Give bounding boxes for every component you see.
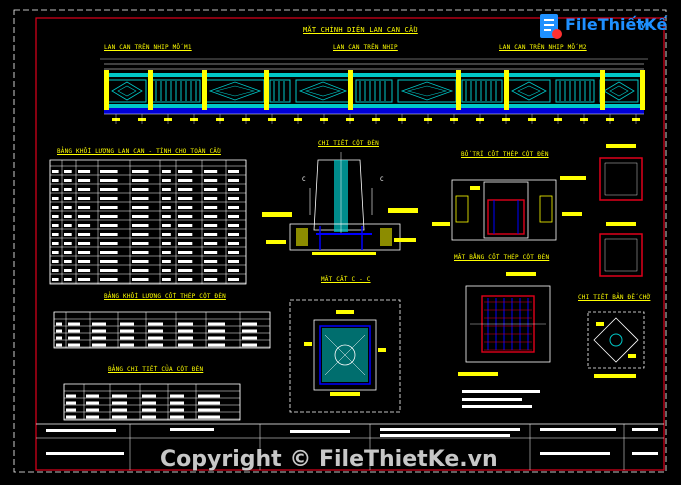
section-c-c: [289, 299, 401, 413]
span-label-mid: LAN CAN TRÊN NHỊP: [333, 44, 398, 51]
rebar-layout: [432, 176, 586, 241]
logo-suffix: .vn: [637, 21, 653, 31]
railing-post: [640, 70, 645, 110]
drawing-frame: [35, 17, 665, 471]
section-cc-title: MẶT CẮT C - C: [321, 276, 371, 283]
main-title: MẶT CHÍNH DIỆN LAN CAN CẦU: [303, 26, 418, 34]
post-sections: [599, 144, 643, 277]
section-mark-left: C: [302, 176, 306, 183]
table-rebar-title: BẢNG KHỐI LƯỢNG CỐT THÉP CỘT ĐÈN: [104, 293, 226, 300]
detail-post-title: CHI TIẾT CỘT ĐÈN: [318, 140, 379, 147]
table-railing-quantities: [49, 159, 247, 285]
railing-post: [264, 70, 269, 110]
base-plate-title: CHI TIẾT BẢN ĐẾ CHỜ: [578, 294, 651, 301]
railing-post: [148, 70, 153, 110]
rebar-plan-title: MẶT BẰNG CỐT THÉP CỘT ĐÈN: [454, 254, 550, 261]
railing-post: [600, 70, 605, 110]
copyright-watermark: Copyright © FileThietKe.vn: [160, 447, 498, 472]
filethietke-logo[interactable]: FileThiếtKế .vn: [537, 12, 677, 42]
table-rebar-quantities: [53, 311, 271, 349]
railing-post: [104, 70, 109, 110]
railing-elevation: [100, 58, 648, 124]
light-post-detail: [262, 152, 418, 255]
rebar-plan: [458, 272, 551, 376]
span-label-m1: LAN CAN TRÊN NHỊP MỐ M1: [104, 44, 192, 51]
span-label-m2: LAN CAN TRÊN NHỊP MỐ M2: [499, 44, 587, 51]
table-railing-title: BẢNG KHỐI LƯỢNG LAN CAN - TÍNH CHO TOÀN …: [57, 148, 221, 155]
railing-post: [202, 70, 207, 110]
base-plate-detail: [587, 311, 645, 378]
railing-post: [348, 70, 353, 110]
file-logo-icon: [540, 14, 562, 39]
notes-block: [462, 390, 540, 408]
title-block: [36, 423, 664, 470]
section-mark-right: C: [380, 176, 384, 183]
table-post-details: [63, 383, 241, 421]
table-post-title: BẢNG CHI TIẾT CỦA CỘT ĐÈN: [108, 366, 204, 373]
railing-post: [504, 70, 509, 110]
railing-post: [456, 70, 461, 110]
rebar-layout-title: BỐ TRÍ CỐT THÉP CỘT ĐÈN: [461, 151, 549, 158]
logo-text: FileThiếtKế: [565, 15, 668, 34]
sheet-border: [13, 9, 667, 473]
